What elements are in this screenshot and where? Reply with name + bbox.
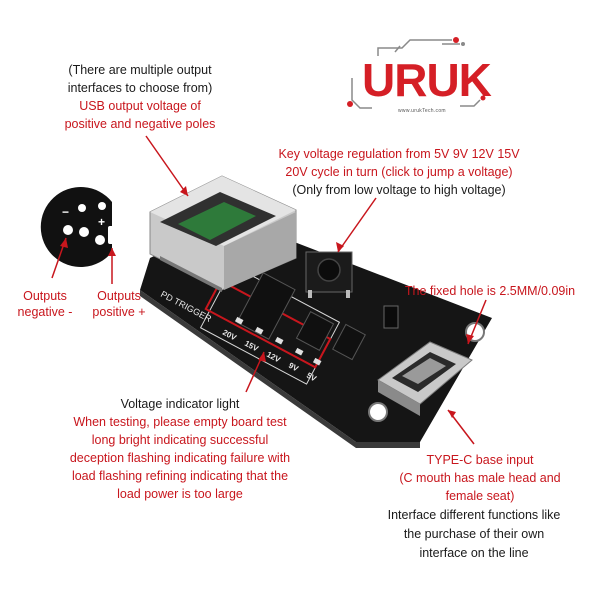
voltage-light-line4: deception flashing indicating failure wi… xyxy=(69,451,291,465)
key-line1: Key voltage regulation from 5V 9V 12V 15… xyxy=(278,147,520,161)
usb-a-port xyxy=(149,175,297,292)
voltage-leds xyxy=(234,316,322,366)
outputs-negative-line2: negative - xyxy=(17,305,73,319)
voltage-light-line3: long bright indicating successful xyxy=(91,433,269,447)
led-label-5v: 5V xyxy=(305,371,318,384)
voltage-light-line2: When testing, please empty board test xyxy=(73,415,287,429)
mount-hole-bottom xyxy=(368,402,388,422)
logo-circuit-lines xyxy=(347,37,486,109)
typec-line6: interface on the line xyxy=(419,546,529,560)
typec-line2: (C mouth has male head and xyxy=(399,471,561,485)
typec-line3: female seat) xyxy=(445,489,515,503)
voltage-light-line5: load flashing refining indicating that t… xyxy=(71,469,289,483)
key-line2: 20V cycle in turn (click to jump a volta… xyxy=(285,165,513,179)
outputs-positive-line2: positive + xyxy=(92,305,146,319)
pin-negative-mark: − xyxy=(62,205,69,219)
typec-line5: the purchase of their own xyxy=(403,527,545,541)
usb-note-line2: interfaces to choose from) xyxy=(67,81,213,95)
type-c-port xyxy=(377,341,473,416)
voltage-light-line6: load power is too large xyxy=(117,487,243,501)
usb-note-line1: (There are multiple output xyxy=(68,63,212,77)
logo-url: www.urukTech.com xyxy=(398,108,446,114)
key-line3: (Only from low voltage to high voltage) xyxy=(292,183,506,197)
usb-title-line2: positive and negative poles xyxy=(64,117,216,131)
fixed-hole-label: The fixed hole is 2.5MM/0.09in xyxy=(404,284,576,298)
push-button xyxy=(305,251,353,298)
pin-detail-circle xyxy=(40,187,118,267)
outputs-positive-line1: Outputs xyxy=(97,289,141,303)
typec-line4: Interface different functions like xyxy=(387,508,561,522)
usb-title-line1: USB output voltage of xyxy=(79,99,201,113)
ic-chips xyxy=(236,272,399,361)
annotation-arrows xyxy=(51,135,487,445)
voltage-light-title: Voltage indicator light xyxy=(120,397,240,411)
typec-title: TYPE-C base input xyxy=(426,453,534,467)
outputs-negative-line1: Outputs xyxy=(23,289,67,303)
pin-positive-mark: + xyxy=(98,215,105,229)
uruk-logo: URUK xyxy=(362,54,492,106)
led-label-9v: 9V xyxy=(287,361,300,374)
